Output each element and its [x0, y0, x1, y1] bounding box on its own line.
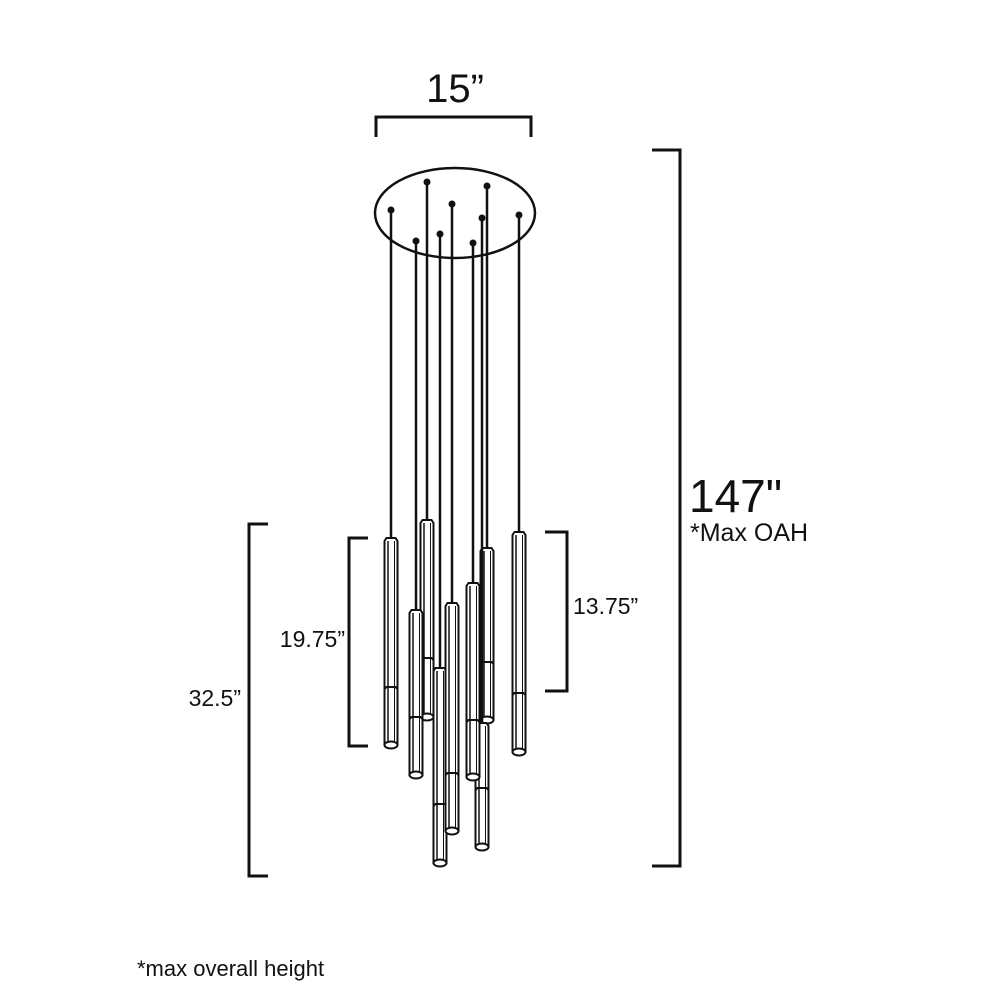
pendant	[511, 211, 527, 757]
cord-anchor-dot	[515, 211, 523, 219]
cord-anchor-dot	[448, 200, 456, 208]
long-pendant-bracket	[347, 536, 368, 748]
long-pendant-label: 19.75”	[280, 626, 345, 652]
cord-anchor-dot	[483, 182, 491, 190]
tube-end-cap	[465, 772, 481, 782]
tube-end-cap	[432, 858, 448, 868]
short-pendant-label: 13.75”	[573, 593, 638, 619]
cluster-bracket	[247, 522, 268, 878]
tube-joint	[511, 692, 527, 696]
cord-anchor-dot	[469, 239, 477, 247]
height-note: *Max OAH	[690, 519, 808, 547]
pendant-tube	[511, 531, 527, 753]
pendant-tube	[408, 609, 424, 776]
cord-anchor-dot	[423, 178, 431, 186]
tube-joint	[465, 719, 481, 723]
tube-end-cap	[444, 826, 460, 836]
pendant	[432, 230, 448, 868]
footnote: *max overall height	[137, 956, 324, 981]
pendant-tube	[444, 602, 460, 832]
cord-anchor-dot	[478, 214, 486, 222]
pendant	[408, 237, 424, 780]
width-label: 15”	[426, 67, 484, 111]
cord-anchor-dot	[387, 206, 395, 214]
tube-joint	[444, 772, 460, 776]
pendant-tube	[383, 537, 399, 746]
tube-joint	[474, 787, 490, 791]
tube-end-cap	[383, 740, 399, 750]
height-bracket	[652, 148, 682, 868]
cord-anchor-dot	[412, 237, 420, 245]
tube-end-cap	[408, 770, 424, 780]
pendant	[383, 206, 399, 750]
pendant	[465, 239, 481, 782]
tube-joint	[383, 686, 399, 690]
tube-end-cap	[474, 842, 490, 852]
tube-joint	[408, 716, 424, 720]
pendants	[383, 178, 527, 868]
height-label: 147"	[689, 470, 782, 522]
canopy-plate	[373, 166, 537, 260]
tube-end-cap	[511, 747, 527, 757]
canopy	[373, 166, 537, 260]
cluster-label: 32.5”	[189, 685, 241, 711]
cord-anchor-dot	[436, 230, 444, 238]
width-bracket	[374, 115, 533, 137]
pendant	[444, 200, 460, 836]
dimension-brackets	[247, 115, 682, 878]
pendant-tube	[465, 582, 481, 778]
short-pendant-bracket	[545, 530, 569, 693]
